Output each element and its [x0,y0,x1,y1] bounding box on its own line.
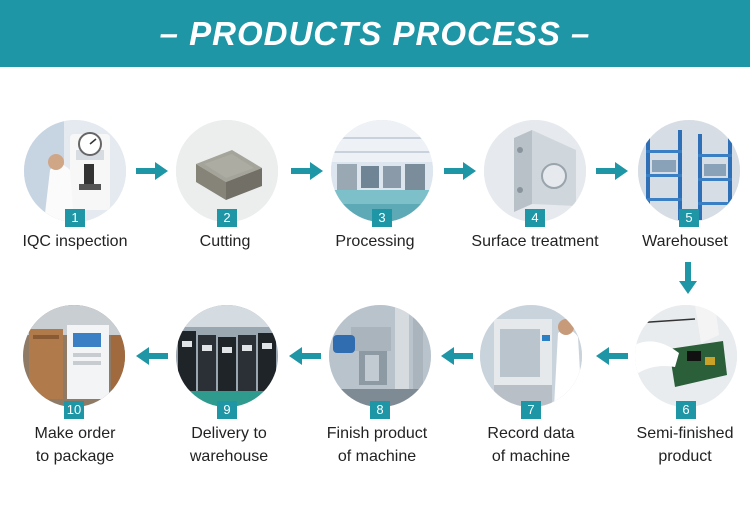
step-photo [329,305,431,407]
step-label-line: product [658,448,712,465]
header-banner: – PRODUCTS PROCESS – [0,0,750,67]
page-title: – PRODUCTS PROCESS – [159,14,591,52]
arrow-right-icon [444,162,476,180]
step-label-line: Record data [487,425,575,442]
arrow-right-icon [596,162,628,180]
step-photo [635,305,737,407]
step-number-badge: 7 [521,401,541,419]
step-label-line: Semi-finished [636,425,734,442]
step-photo [176,305,278,407]
metal-block-photo [176,120,278,222]
step-photo [331,120,433,222]
step-number-badge: 6 [676,401,696,419]
arrow-left-icon [596,347,628,365]
step-photo [24,120,126,222]
arrow-down-icon [679,262,697,294]
arrow-right-icon [136,162,168,180]
metal-bracket-photo [484,120,586,222]
step-number-badge: 8 [370,401,390,419]
step-label: Processing [335,233,415,250]
step-label: Finish product of machine [302,422,452,468]
step-label-line: Delivery to [191,425,267,442]
step-label: Make order to package [0,422,150,468]
step-photo [23,305,125,407]
step-label-line: of machine [491,448,571,465]
step-label: Record data of machine [456,422,606,468]
step-label-line: Make order [34,425,116,442]
machine-row-photo [176,305,278,407]
step-label: Cutting [199,233,251,250]
step-number-badge: 5 [679,209,699,227]
step-number-badge: 3 [372,209,392,227]
step-photo [480,305,582,407]
step-photo [484,120,586,222]
step-label-line: Finish product [326,425,428,442]
hardness-tester-photo [24,120,126,222]
step-label: IQC inspection [22,233,128,250]
test-chamber-photo [480,305,582,407]
arrow-left-icon [136,347,168,365]
step-label: Surface treatment [471,233,599,250]
step-label-line: to package [35,448,115,465]
step-number-badge: 9 [217,401,237,419]
packaging-photo [23,305,125,407]
step-label: Semi-finished product [610,422,750,468]
step-number-badge: 2 [217,209,237,227]
machine-assembly-photo [329,305,431,407]
step-label-line: warehouse [189,448,269,465]
arrow-right-icon [291,162,323,180]
step-number-badge: 1 [65,209,85,227]
step-label: Warehouset [642,233,728,250]
step-number-badge: 4 [525,209,545,227]
arrow-left-icon [289,347,321,365]
step-photo [176,120,278,222]
factory-floor-photo [331,120,433,222]
step-label: Delivery to warehouse [154,422,304,468]
arrow-left-icon [441,347,473,365]
step-photo [638,120,740,222]
step-number-badge: 10 [64,401,84,419]
step-label-line: of machine [337,448,417,465]
circuit-board-photo [635,305,737,407]
warehouse-shelves-photo [638,120,740,222]
